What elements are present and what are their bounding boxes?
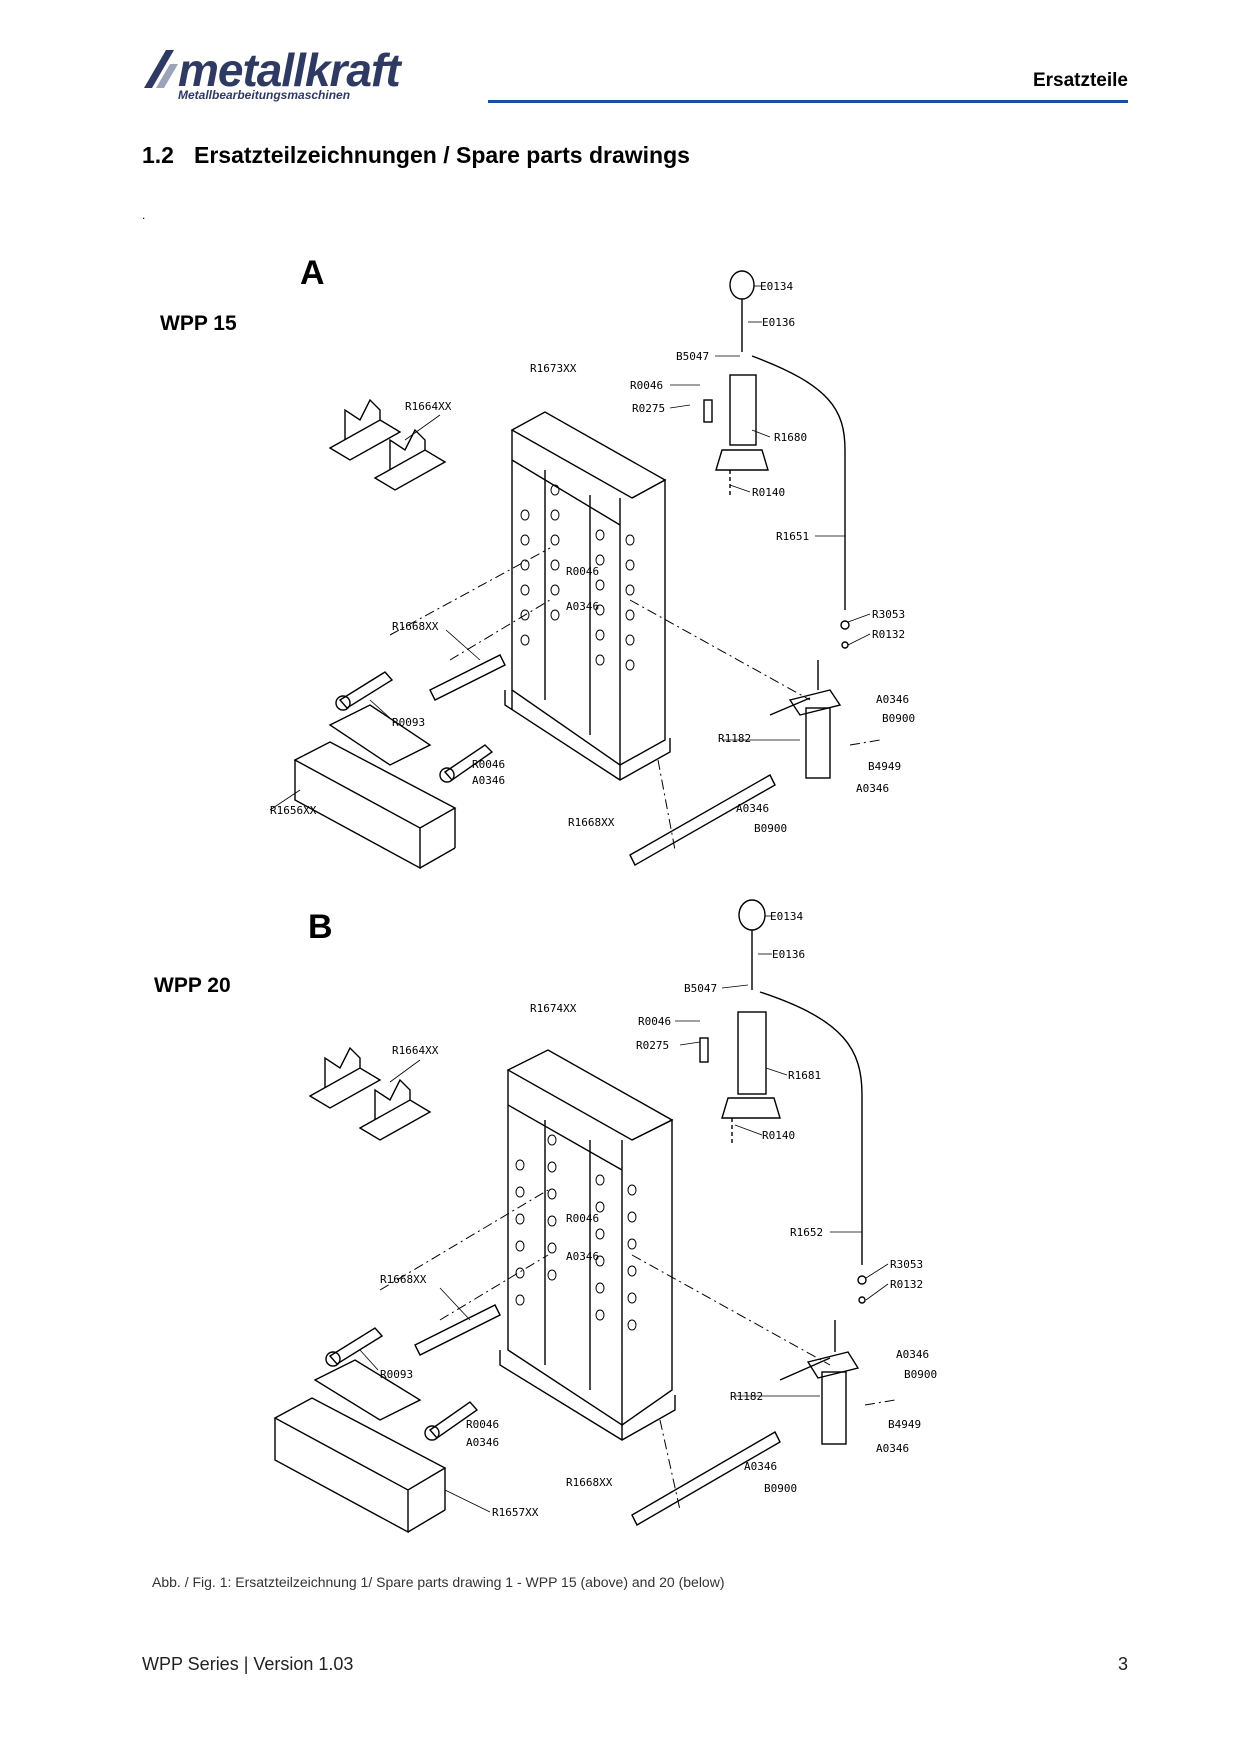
label-r1656xx: R1656XX [270,804,317,817]
label-b-b4949: B4949 [888,1418,921,1431]
pump-b [779,1320,860,1445]
label-r0046-low: R0046 [472,758,505,771]
v-blocks-b [308,1046,432,1141]
frame-a [504,411,671,781]
footer-version: WPP Series | Version 1.03 [142,1654,354,1674]
page-heading: 1.2 Ersatzteilzeichnungen / Spare parts d… [142,142,690,169]
label-b-b0900-bot: B0900 [764,1482,797,1495]
figure-a-model: WPP 15 [160,312,237,335]
brand-mark-icon [144,50,178,88]
label-r1182: R1182 [718,732,751,745]
label-b-r0046-top: R0046 [638,1015,671,1028]
cylinder-b [699,899,867,1304]
label-a0346-bot: A0346 [736,802,769,815]
label-b4949: B4949 [868,760,901,773]
brand-logo: metallkraft Metallbearbeitungsmaschinen [140,44,470,106]
label-b-r1668xx-left: R1668XX [380,1273,427,1286]
label-b-r1681: R1681 [788,1069,821,1082]
label-r1668xx-left: R1668XX [392,620,439,633]
label-a0346-r2: A0346 [856,782,889,795]
label-e0136: E0136 [762,316,795,329]
label-b-r1182: R1182 [730,1390,763,1403]
label-b-r0140: R0140 [762,1129,795,1142]
heading-number: 1.2 [142,142,174,168]
pins-a [335,671,494,783]
label-a0346-mid: A0346 [566,600,599,613]
label-r1673xx: R1673XX [530,362,577,375]
section-title: Ersatzteile [1032,70,1128,91]
label-r1664xx: R1664XX [405,400,452,413]
label-b-a0346-low: A0346 [466,1436,499,1449]
label-r1668xx-bot: R1668XX [568,816,615,829]
label-r0046-mid: R0046 [566,565,599,578]
label-b5047: B5047 [676,350,709,363]
label-r0132: R0132 [872,628,905,641]
label-b-a0346-bot: A0346 [744,1460,777,1473]
label-b-a0346-r2: A0346 [876,1442,909,1455]
label-b-r1652: R1652 [790,1226,823,1239]
assembly-lines-b [379,1189,896,1511]
label-b-e0136: E0136 [772,948,805,961]
assembly-lines-a [389,547,881,851]
label-b-r0275: R0275 [636,1039,669,1052]
heading-title: Ersatzteilzeichnungen / Spare parts draw… [194,142,690,168]
rails-a [429,654,776,866]
label-b-a0346-mid: A0346 [566,1250,599,1263]
label-b-r1664xx: R1664XX [392,1044,439,1057]
label-r0140: R0140 [752,486,785,499]
label-b-r0132: R0132 [890,1278,923,1291]
label-e0134: E0134 [760,280,793,293]
label-a0346-low: A0346 [472,774,505,787]
label-b-r1657xx: R1657XX [492,1506,539,1519]
label-b-e0134: E0134 [770,910,803,923]
bolster-plate-a [293,704,457,870]
v-blocks-a [328,398,447,491]
bolster-plate-b [273,1359,447,1534]
stray-mark: . [142,208,146,222]
label-b-b0900-r1: B0900 [904,1368,937,1381]
label-b0900-r1: B0900 [882,712,915,725]
page-number: 3 [1117,1654,1128,1674]
label-r3053: R3053 [872,608,905,621]
figure-a-letter: A [300,254,325,292]
label-r0275: R0275 [632,402,665,415]
label-r1651: R1651 [776,530,809,543]
label-r0093: R0093 [392,716,425,729]
cylinder-a [703,270,850,649]
brand-tagline: Metallbearbeitungsmaschinen [178,88,351,102]
figure-b-letter: B [308,908,333,946]
label-b-b5047: B5047 [684,982,717,995]
label-b-r1674xx: R1674XX [530,1002,577,1015]
label-b-a0346-r1: A0346 [896,1348,929,1361]
frame-b [499,1049,676,1441]
label-b-r3053: R3053 [890,1258,923,1271]
header-rule [488,100,1128,103]
label-b-r0046-low: R0046 [466,1418,499,1431]
brand-name: metallkraft [178,44,401,96]
label-r0046-top: R0046 [630,379,663,392]
label-r1680: R1680 [774,431,807,444]
label-b0900-bot: B0900 [754,822,787,835]
figure-caption: Abb. / Fig. 1: Ersatzteilzeichnung 1/ Sp… [152,1574,725,1590]
label-b-r0093: R0093 [380,1368,413,1381]
label-b-r1668xx-bot: R1668XX [566,1476,613,1489]
pins-b [325,1327,479,1441]
figure-b-model: WPP 20 [154,974,231,997]
label-b-r0046-mid: R0046 [566,1212,599,1225]
pump-a [769,660,842,779]
label-a0346-r1: A0346 [876,693,909,706]
